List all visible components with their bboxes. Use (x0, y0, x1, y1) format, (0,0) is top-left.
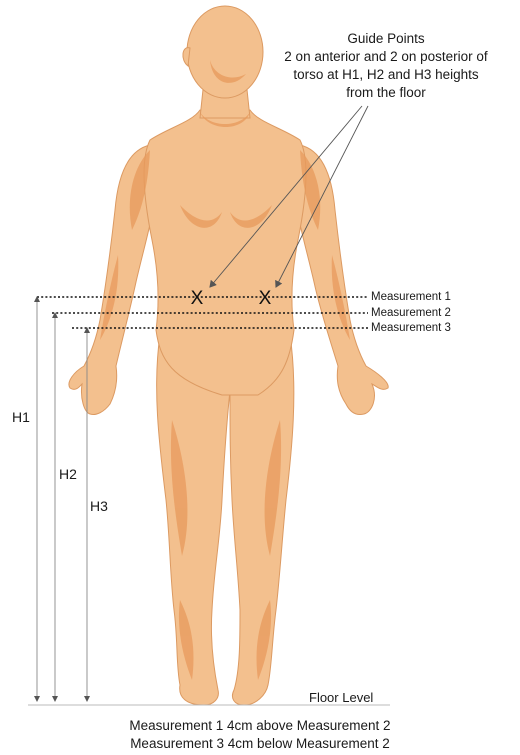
head (187, 6, 263, 98)
guide-points-line-1: 2 on anterior and 2 on posterior of (262, 48, 510, 66)
guide-points-title: Guide Points (262, 30, 510, 48)
footer-note-1: Measurement 1 4cm above Measurement 2 (0, 717, 520, 735)
floor-level-label: Floor Level (309, 690, 373, 705)
h1-label: H1 (12, 409, 30, 425)
guide-mark-right: X (259, 288, 272, 309)
h2-label: H2 (59, 466, 77, 482)
torso (144, 110, 306, 395)
h3-label: H3 (90, 498, 108, 514)
footer-note-2: Measurement 3 4cm below Measurement 2 (0, 735, 520, 753)
guide-points-line-3: from the floor (262, 84, 510, 102)
guide-points-note: Guide Points 2 on anterior and 2 on post… (262, 30, 510, 102)
guide-points-line-2: torso at H1, H2 and H3 heights (262, 66, 510, 84)
measurement-1-label: Measurement 1 (371, 291, 451, 304)
guide-mark-left: X (191, 288, 204, 309)
human-figure (69, 6, 388, 705)
height-arrows (34, 296, 90, 702)
measurement-3-label: Measurement 3 (371, 322, 451, 335)
measurement-2-label: Measurement 2 (371, 307, 451, 320)
